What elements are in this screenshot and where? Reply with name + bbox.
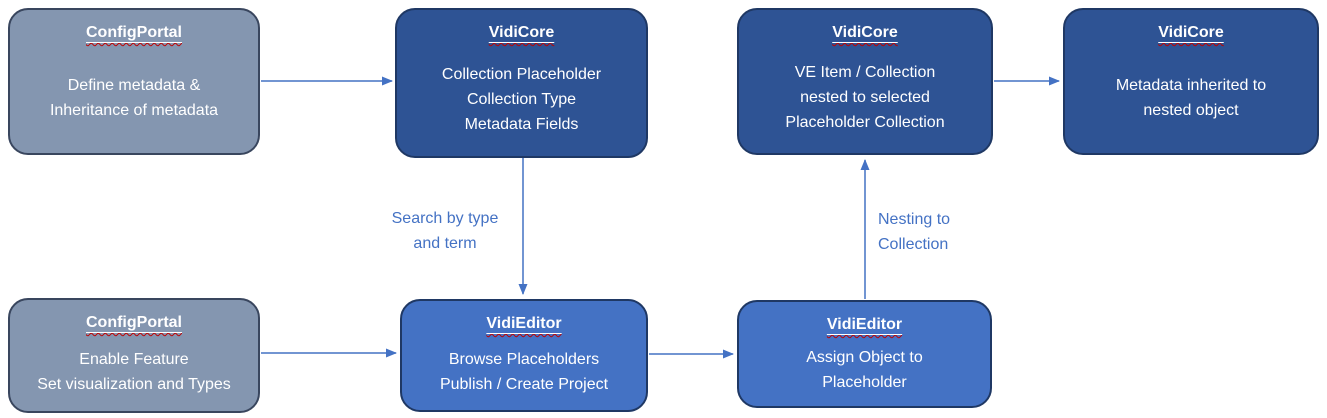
box-vidicore-inherited: VidiCore Metadata inherited to nested ob…	[1063, 8, 1319, 155]
edge-label-line: and term	[413, 235, 477, 252]
box-text-line: Collection Placeholder	[441, 65, 602, 83]
edge-label-line: Collection	[878, 236, 949, 253]
box-title: VidiEditor	[486, 315, 562, 332]
box-body: Enable Feature Set visualization and Typ…	[20, 334, 248, 401]
box-configportal-enable: ConfigPortal Enable Feature Set visualiz…	[8, 298, 260, 413]
box-title: VidiEditor	[826, 316, 903, 333]
box-text-line: Define metadata &	[67, 76, 201, 94]
edge-label-line: Search by type	[391, 210, 499, 227]
box-vidieditor-browse: VidiEditor Browse Placeholders Publish /…	[400, 299, 648, 412]
box-body: Browse Placeholders Publish / Create Pro…	[412, 335, 636, 400]
box-text-line: VE Item / Collection	[794, 64, 936, 81]
box-body: Assign Object to Placeholder	[749, 336, 980, 396]
box-text-line: Assign Object to	[806, 349, 923, 366]
box-body: Collection Placeholder Collection Type M…	[407, 44, 636, 146]
box-text-line: Enable Feature	[79, 350, 189, 368]
edge-label-search: Search by type and term	[370, 206, 520, 256]
box-text-line: Collection Type	[466, 90, 577, 108]
box-text-line: nested object	[1143, 101, 1239, 119]
box-text-line: Metadata inherited to	[1115, 76, 1267, 94]
edge-label-line: Nesting to	[878, 211, 951, 228]
box-text-line: Set visualization and Types	[37, 375, 231, 393]
box-vidicore-nested: VidiCore VE Item / Collection nested to …	[737, 8, 993, 155]
box-body: Define metadata & Inheritance of metadat…	[20, 44, 248, 143]
box-title: VidiCore	[1158, 24, 1224, 41]
box-text-line: Inheritance of metadata	[49, 101, 219, 119]
box-body: VE Item / Collection nested to selected …	[749, 44, 981, 143]
box-body: Metadata inherited to nested object	[1075, 44, 1307, 143]
box-title: VidiCore	[832, 24, 898, 41]
box-configportal-define: ConfigPortal Define metadata & Inheritan…	[8, 8, 260, 155]
box-title: ConfigPortal	[86, 24, 182, 41]
box-text-line: nested to selected	[800, 89, 930, 106]
box-vidicore-placeholder: VidiCore Collection Placeholder Collecti…	[395, 8, 648, 158]
box-text-line: Browse Placeholders	[448, 350, 600, 368]
box-title: ConfigPortal	[86, 314, 182, 331]
box-title: VidiCore	[488, 24, 555, 41]
box-text-line: Placeholder Collection	[785, 114, 945, 131]
box-text-line: Metadata Fields	[464, 115, 579, 133]
box-vidieditor-assign: VidiEditor Assign Object to Placeholder	[737, 300, 992, 408]
box-text-line: Publish / Create Project	[439, 375, 609, 393]
box-text-line: Placeholder	[822, 374, 907, 391]
edge-label-nesting: Nesting to Collection	[878, 207, 950, 257]
